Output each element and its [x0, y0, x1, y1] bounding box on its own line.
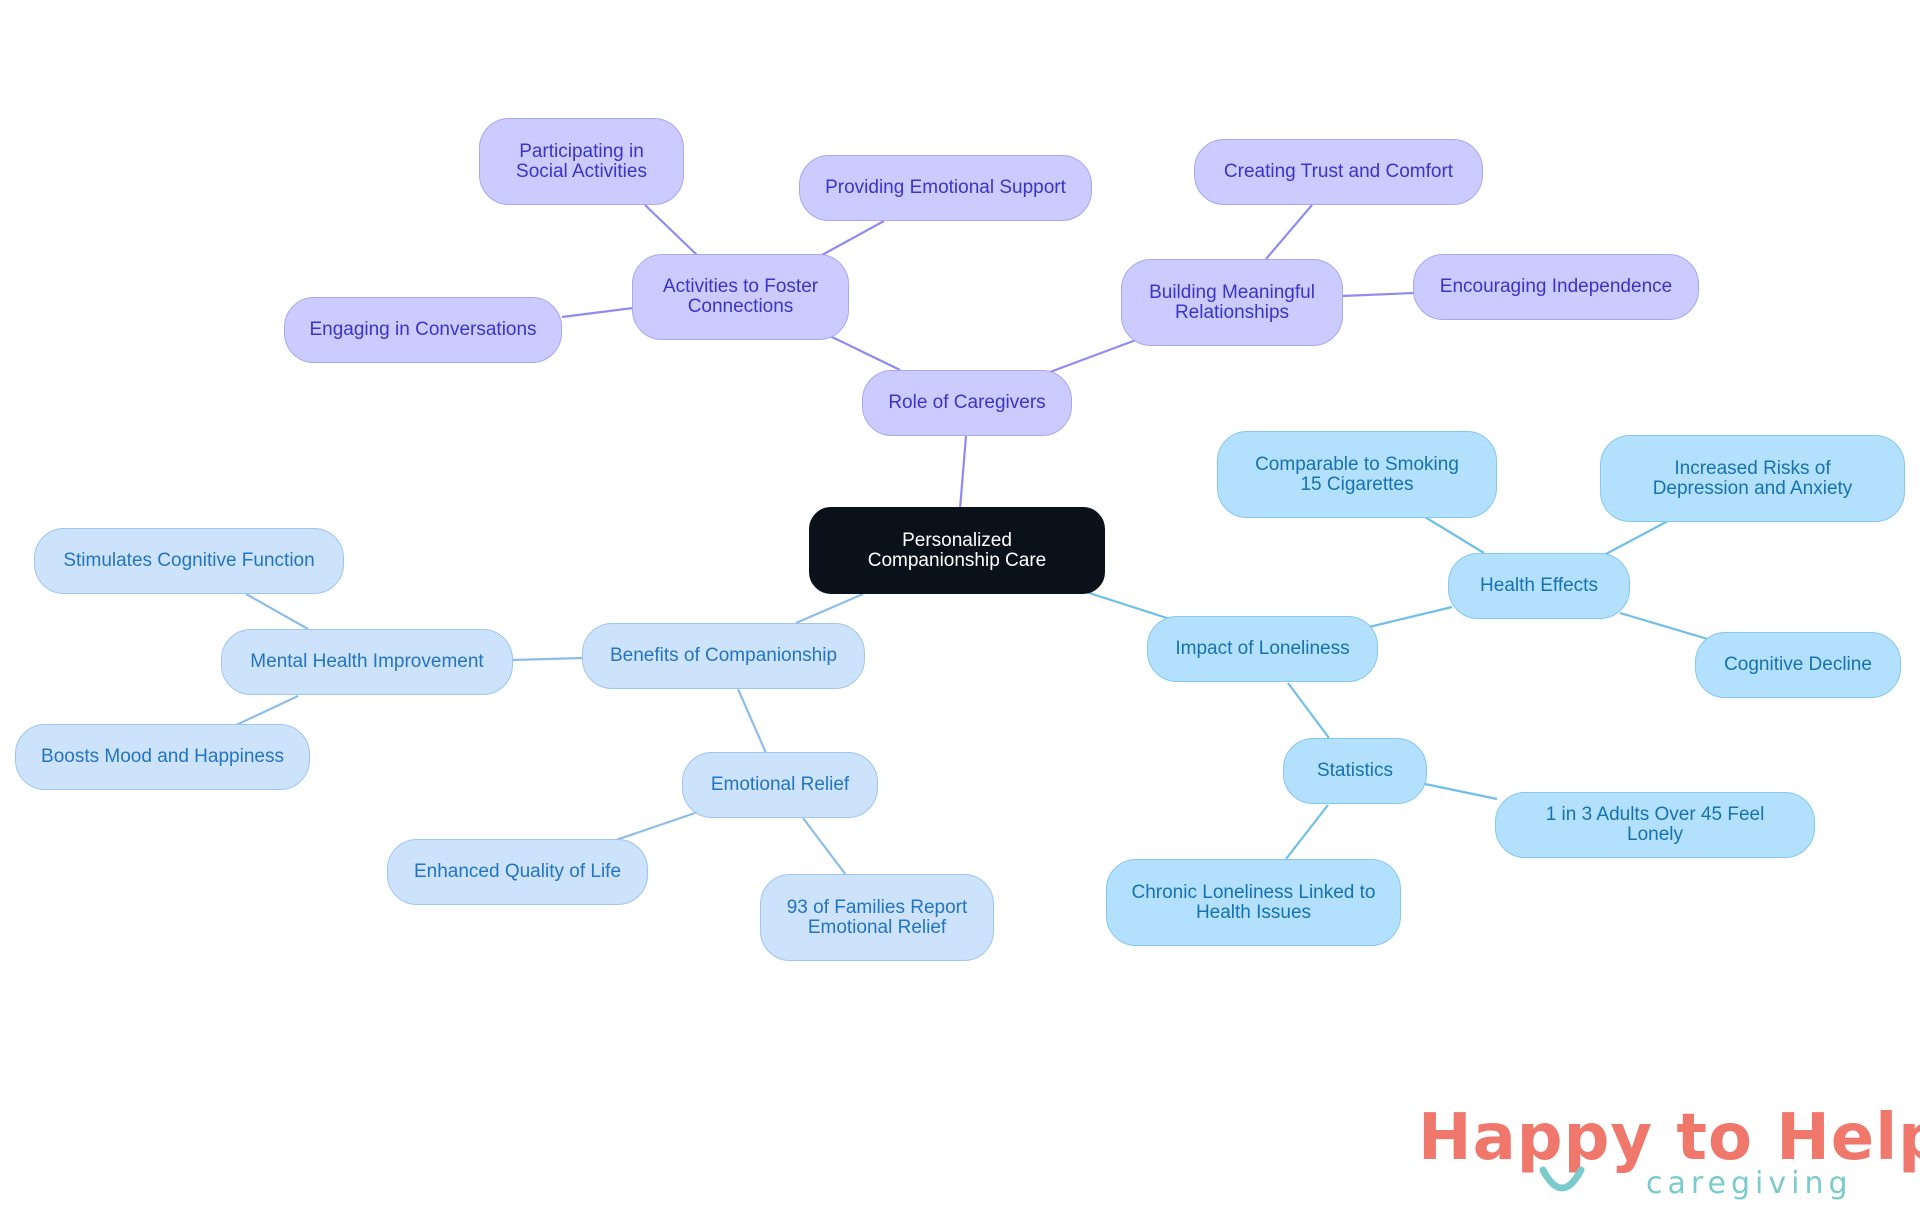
lonely-adults-node: 1 in 3 Adults Over 45 Feel Lonely — [1495, 792, 1815, 858]
link-relationships-independence — [1341, 291, 1415, 298]
conversations-node: Engaging in Conversations — [284, 297, 562, 363]
relationships-node: Building Meaningful Relationships — [1121, 259, 1343, 346]
link-mental-mood — [231, 695, 299, 728]
emotional-relief-node: Emotional Relief — [682, 752, 878, 818]
link-health-cognitive — [1619, 611, 1712, 642]
link-relief-quality — [612, 810, 699, 843]
link-role-relationships — [1049, 338, 1137, 374]
link-benefits-mental — [511, 656, 584, 662]
families-relief-node: 93 of Families Report Emotional Relief — [760, 874, 994, 961]
activities-node: Activities to Foster Connections — [632, 254, 849, 340]
social-activities-node: Participating in Social Activities — [479, 118, 684, 205]
role-of-caregivers-node: Role of Caregivers — [862, 370, 1072, 436]
root-node: Personalized Companionship Care — [809, 507, 1105, 594]
link-statistics-chronic — [1285, 804, 1329, 860]
smoking-node: Comparable to Smoking 15 Cigarettes — [1217, 431, 1497, 518]
benefits-node: Benefits of Companionship — [582, 623, 865, 689]
link-health-smoking — [1424, 516, 1485, 554]
mental-health-node: Mental Health Improvement — [221, 629, 513, 695]
emotional-support-node: Providing Emotional Support — [799, 155, 1092, 221]
statistics-node: Statistics — [1283, 738, 1427, 804]
smile-icon — [1539, 1166, 1585, 1192]
link-relief-families — [802, 817, 847, 876]
quality-of-life-node: Enhanced Quality of Life — [387, 839, 648, 905]
cognitive-decline-node: Cognitive Decline — [1695, 632, 1901, 698]
link-statistics-adults — [1424, 782, 1498, 801]
link-root-benefits — [795, 592, 864, 625]
link-relationships-trust — [1265, 204, 1313, 260]
link-role-activities — [829, 335, 901, 371]
depression-node: Increased Risks of Depression and Anxiet… — [1600, 435, 1905, 522]
chronic-loneliness-node: Chronic Loneliness Linked to Health Issu… — [1106, 859, 1401, 946]
independence-node: Encouraging Independence — [1413, 254, 1699, 320]
link-root-role — [958, 435, 968, 510]
link-root-loneliness — [1085, 590, 1171, 621]
logo-brand: Happy to Help — [1418, 1101, 1920, 1175]
link-activities-conversations — [561, 306, 634, 319]
link-loneliness-statistics — [1287, 682, 1330, 739]
link-benefits-relief — [736, 688, 768, 754]
happy-to-help-logo: Happy to Help caregiving — [1410, 1100, 1920, 1210]
link-loneliness-health — [1368, 605, 1453, 629]
link-health-depression — [1603, 520, 1669, 556]
link-activities-support — [821, 220, 885, 256]
link-activities-social — [644, 204, 698, 256]
health-effects-node: Health Effects — [1448, 553, 1630, 619]
link-mental-cognitive — [245, 593, 309, 630]
cognitive-function-node: Stimulates Cognitive Function — [34, 528, 344, 594]
loneliness-node: Impact of Loneliness — [1147, 616, 1378, 682]
mood-node: Boosts Mood and Happiness — [15, 724, 310, 790]
logo-tagline: caregiving — [1646, 1166, 1853, 1201]
trust-node: Creating Trust and Comfort — [1194, 139, 1483, 205]
